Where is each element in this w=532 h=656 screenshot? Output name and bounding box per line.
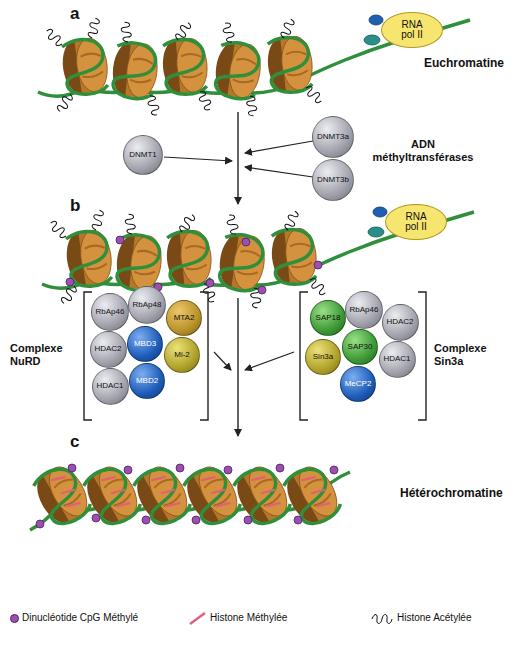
panel-letter: b	[70, 196, 80, 216]
process-arrow	[245, 141, 313, 153]
protein-circle: Sin3a	[305, 339, 341, 375]
panel-letter: c	[70, 432, 79, 452]
protein-circle: MTA2	[166, 300, 202, 336]
stage-label: Complexe NuRD	[10, 342, 76, 368]
factor-oval	[364, 35, 380, 45]
label-text: Complexe Sin3a	[434, 342, 487, 367]
legend-sample-line	[190, 613, 205, 624]
label-text: Complexe NuRD	[10, 342, 63, 367]
protein-circle: SAP30	[342, 329, 378, 365]
node-text: RbAp46	[350, 306, 379, 314]
node-text: HDAC1	[96, 382, 123, 390]
protein-circle: DNMT3b	[312, 159, 354, 201]
legend-text: Histone Méthylée	[210, 612, 287, 623]
stage-label: Hétérochromatine	[400, 486, 503, 500]
factor-oval	[369, 15, 383, 25]
bracket	[200, 292, 208, 420]
node-text: DNMT1	[129, 151, 157, 159]
node-text: HDAC2	[386, 318, 413, 326]
label-text: a	[70, 4, 79, 23]
protein-circle: HDAC1	[379, 341, 416, 378]
node-text: Mi-2	[174, 351, 190, 359]
node-text: RNA pol II	[398, 212, 434, 233]
node-text: HDAC1	[383, 355, 410, 363]
label-text: b	[70, 196, 80, 215]
label-text: Euchromatine	[424, 56, 504, 70]
legend-swatch	[10, 614, 19, 623]
factor-oval	[373, 207, 387, 217]
process-arrow	[245, 352, 294, 370]
protein-circle: Mi-2	[164, 337, 200, 373]
node-text: MeCP2	[345, 380, 372, 388]
legend-entry: Dinucléotide CpG Méthylé	[22, 612, 138, 623]
node-text: SAP18	[316, 314, 341, 322]
process-arrow	[245, 167, 313, 177]
euchromatin-fiber	[38, 18, 470, 117]
process-arrow	[237, 298, 238, 436]
label-text: Hétérochromatine	[400, 486, 503, 500]
protein-circle: MBD3	[127, 326, 163, 362]
protein-circle: SAP18	[310, 300, 346, 336]
protein-circle: MBD2	[129, 363, 165, 399]
legend-text: Histone Acétylée	[397, 612, 472, 623]
node-text: DNMT3a	[317, 133, 349, 141]
node-text: SAP30	[348, 343, 373, 351]
protein-circle: RbAp46	[345, 291, 383, 329]
node-text: MTA2	[174, 314, 195, 322]
enzyme-blob: RNA pol II	[381, 12, 443, 48]
heterochromatin-fiber	[29, 461, 350, 531]
protein-circle: RbAp46	[91, 293, 129, 331]
node-text: DNMT3b	[317, 176, 349, 184]
protein-circle: HDAC2	[90, 331, 127, 368]
protein-circle: HDAC2	[382, 304, 419, 341]
process-arrow	[214, 352, 231, 370]
node-text: RNA pol II	[394, 20, 430, 41]
panel-letter: a	[70, 4, 79, 24]
legend-text: Dinucléotide CpG Méthylé	[22, 612, 138, 623]
methyl-cpg-dots	[66, 236, 322, 294]
node-text: RbAp46	[96, 308, 125, 316]
node-text: MBD2	[136, 377, 158, 385]
bracket	[418, 292, 426, 420]
factor-oval	[368, 227, 384, 237]
node-text: MBD3	[134, 340, 156, 348]
label-text: ADN méthyltransférases	[373, 138, 474, 163]
stage-label: ADN méthyltransférases	[362, 138, 484, 164]
enzyme-blob: RNA pol II	[385, 204, 447, 240]
process-arrow	[164, 157, 232, 161]
stage-label: Euchromatine	[424, 56, 504, 70]
protein-circle: DNMT3a	[312, 116, 354, 158]
protein-circle: RbAp48	[128, 286, 166, 324]
legend-entry: Histone Acétylée	[397, 612, 472, 623]
process-arrow	[237, 112, 238, 204]
methyl-cpg-dots	[36, 464, 338, 528]
legend-entry: Histone Méthylée	[210, 612, 287, 623]
protein-circle: HDAC1	[92, 368, 129, 405]
stage-label: Complexe Sin3a	[434, 342, 504, 368]
protein-circle: MeCP2	[340, 366, 376, 402]
legend-sample-tail	[372, 615, 392, 624]
node-text: HDAC2	[94, 345, 121, 353]
protein-circle: DNMT1	[123, 135, 163, 175]
node-text: RbAp48	[133, 301, 162, 309]
node-text: Sin3a	[313, 353, 333, 361]
label-text: c	[70, 432, 79, 451]
